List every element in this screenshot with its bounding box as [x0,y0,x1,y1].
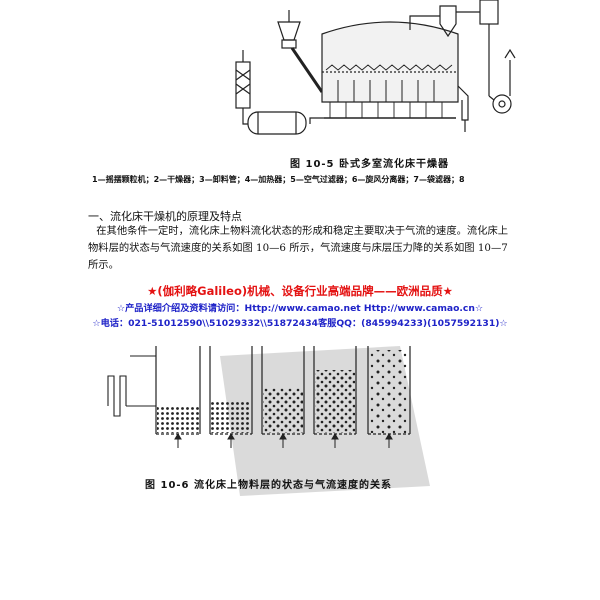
figure-caption-top: 图 10-5 卧式多室流化床干燥器 [290,159,449,170]
ad-banner-links[interactable]: ☆产品详细介绍及资料请访问：Http://www.camao.net Http:… [116,303,484,314]
ad-banner-title: ★(伽利略Galileo)机械、设备行业高端品牌——欧洲品质★ [147,284,453,298]
dryer-diagram [235,0,516,135]
body-paragraph: 在其他条件一定时，流化床上物料流化状态的形成和稳定主要取决于气流的速度。流化床上… [88,223,518,274]
paragraph-line: 所示。 [88,259,119,271]
figure-legend-top: 1—摇摆颗粒机；2—干燥器；3—卸料管；4—加热器；5—空气过滤器；6—旋风分离… [92,175,465,184]
section-heading: 一、流化床干燥机的原理及特点 [88,210,242,223]
ad-banner-contact: ☆电话：021-51012590\\51029332\\51872434客服QQ… [92,318,508,329]
paragraph-line: 在其他条件一定时，流化床上物料流化状态的形成和稳定主要取决于气流的速度。流化床上 [96,225,509,237]
figure-caption-bottom: 图 10-6 流化床上物料层的状态与气流速度的关系 [145,480,392,491]
fluidization-diagram [107,346,430,496]
paragraph-line: 物料层的状态与气流速度的关系如图 10—6 所示，气流速度与床层压力降的关系如图… [88,242,508,254]
